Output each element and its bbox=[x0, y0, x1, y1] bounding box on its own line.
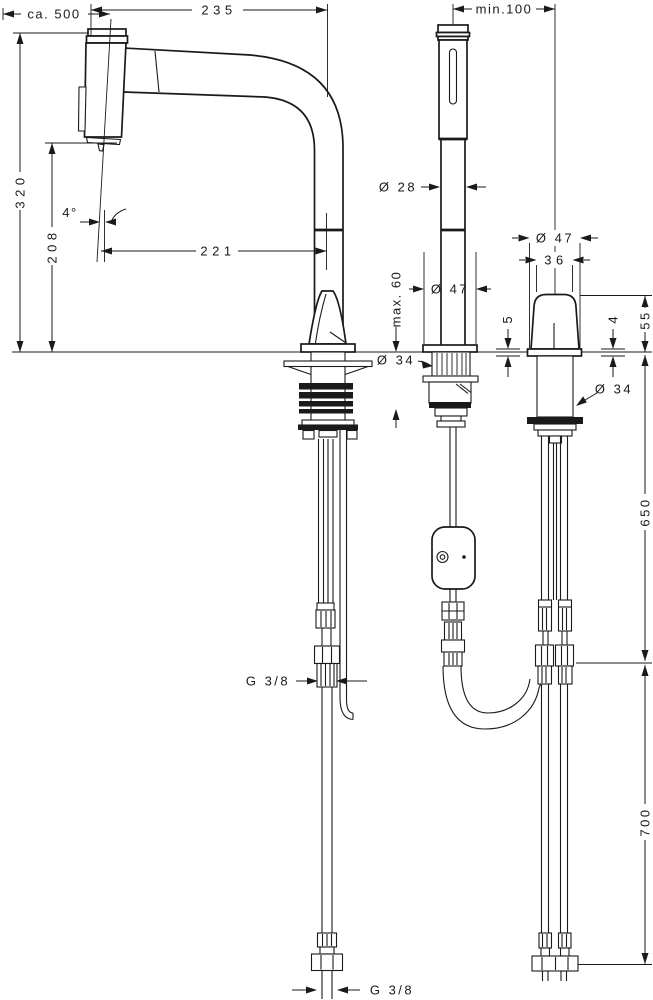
mount-wing-left-slant bbox=[287, 365, 312, 376]
handle-plate1 bbox=[533, 423, 577, 431]
mount-gasket-band bbox=[299, 392, 353, 399]
dim-label-spout-angle: 4° bbox=[62, 205, 77, 220]
dim-supply-hose-length: 700 bbox=[578, 665, 653, 965]
dim-spout-height: 320 bbox=[13, 32, 88, 352]
dim-label-handle-clearance: 4 bbox=[606, 316, 621, 323]
spray-cap-top bbox=[437, 24, 469, 34]
u-hose-inner bbox=[460, 665, 531, 714]
spray-head-face bbox=[77, 86, 87, 132]
dim-label-supply-hose-length: 700 bbox=[638, 807, 653, 836]
bottom-connector-right bbox=[531, 932, 579, 981]
mount-gasket-band bbox=[299, 383, 353, 390]
dim-outlet-height: 208 bbox=[45, 142, 117, 352]
dim-label-spray-tube-diameter: Ø 28 bbox=[379, 180, 417, 195]
dim-label-max-counter-thickness: max. 60 bbox=[389, 271, 404, 328]
dim-spray-escutcheon-diameter: Ø 47 bbox=[409, 252, 491, 344]
pullout-hose-inner bbox=[345, 430, 354, 714]
mount-wing-bar bbox=[283, 360, 373, 368]
faucet-side-view bbox=[77, 28, 373, 999]
mount-gasket-band bbox=[299, 401, 353, 407]
dim-supply-thread-bottom: G 3/8 bbox=[292, 983, 414, 998]
dim-spray-tube-diameter: Ø 28 bbox=[379, 180, 486, 195]
escutcheon-left bbox=[300, 343, 356, 353]
spray-handle-slot bbox=[448, 48, 458, 105]
spray-shaft-assembly bbox=[422, 351, 479, 428]
dim-handle-shaft-diameter: Ø 34 bbox=[576, 382, 633, 406]
spray-column-front-view bbox=[422, 24, 542, 730]
dim-handle-clearance: 4 bbox=[601, 316, 625, 377]
dim-label-pullout-extension: ca. 500 bbox=[27, 7, 80, 22]
dim-label-spout-height: 320 bbox=[13, 173, 28, 208]
mount-wing-right-slant bbox=[344, 365, 369, 376]
mount-cone-fold-line bbox=[329, 331, 347, 344]
dim-label-supply-thread-left: G 3/8 bbox=[246, 674, 290, 689]
dim-label-handle-height: 55 bbox=[638, 310, 653, 329]
spray-escutcheon bbox=[422, 344, 478, 353]
label-mask bbox=[532, 230, 578, 246]
dim-label-outlet-reach: 221 bbox=[200, 244, 235, 259]
spout-joint-line bbox=[154, 50, 160, 93]
dim-label-handle-grip-width: 36 bbox=[544, 253, 567, 268]
spray-hose-coupling bbox=[440, 601, 466, 667]
dim-pullout-extension: ca. 500 bbox=[2, 7, 110, 22]
handle-hose-couplings bbox=[534, 599, 575, 933]
dim-spout-reach: 235 bbox=[90, 3, 328, 97]
supply-hoses-left bbox=[317, 439, 334, 603]
dim-label-handle-escutcheon-diameter: Ø 47 bbox=[536, 231, 574, 246]
hose-weight bbox=[431, 526, 476, 590]
dim-spray-shaft-diameter: Ø 34 bbox=[377, 353, 433, 369]
label-mask bbox=[540, 252, 570, 268]
dim-spray-hose-length: 650 bbox=[576, 355, 653, 664]
dim-min-hole-distance: min.100 bbox=[452, 2, 555, 24]
dim-handle-escutcheon-height: 5 bbox=[496, 316, 520, 377]
handle-tab bbox=[548, 435, 563, 444]
dim-label-outlet-height: 208 bbox=[45, 228, 60, 263]
mount-plate-lower bbox=[298, 424, 358, 430]
handle-flange bbox=[527, 417, 583, 424]
dim-label-spray-escutcheon-diameter: Ø 47 bbox=[431, 282, 469, 297]
dim-label-handle-escutcheon-height: 5 bbox=[500, 316, 515, 323]
dim-handle-height: 55 bbox=[580, 295, 653, 352]
handle-plate2 bbox=[537, 429, 573, 437]
mount-cone-inner-line bbox=[314, 293, 327, 344]
bottom-connector-left bbox=[310, 932, 344, 999]
handle-hoses bbox=[540, 436, 569, 600]
hose-connector-left bbox=[313, 602, 341, 933]
dim-supply-thread-left: G 3/8 bbox=[246, 674, 367, 689]
spray-head-cap bbox=[87, 28, 127, 37]
spout-outer-edge bbox=[123, 47, 344, 346]
dim-label-handle-shaft-diameter: Ø 34 bbox=[595, 382, 633, 397]
u-hose-outer bbox=[442, 665, 542, 730]
dim-label-min-hole-distance: min.100 bbox=[476, 2, 533, 17]
handle-grip bbox=[530, 293, 580, 350]
spout-inner-edge bbox=[123, 91, 316, 346]
dim-spout-angle: 4° bbox=[62, 18, 127, 263]
spray-nozzle bbox=[97, 143, 105, 152]
mount-foot-left bbox=[302, 429, 315, 440]
dim-label-spray-shaft-diameter: Ø 34 bbox=[377, 353, 415, 368]
pullout-hose-outer bbox=[339, 430, 354, 721]
dim-handle-grip-width: 36 bbox=[519, 252, 590, 292]
dim-label-spout-reach: 235 bbox=[201, 3, 236, 18]
dim-label-supply-thread-bottom: G 3/8 bbox=[370, 983, 414, 998]
dim-label-spray-hose-length: 650 bbox=[638, 497, 653, 526]
mount-foot-right bbox=[346, 429, 358, 440]
mount-foot-center bbox=[318, 429, 338, 438]
dim-max-counter-thickness: max. 60 bbox=[389, 271, 404, 428]
handle-column-front-view bbox=[526, 4, 583, 981]
handle-shaft bbox=[536, 355, 574, 418]
mount-plate-upper bbox=[301, 419, 355, 426]
spray-head-ring bbox=[85, 35, 129, 44]
handle-escutcheon bbox=[526, 348, 583, 357]
mount-gasket-band bbox=[299, 409, 353, 414]
dim-outlet-reach: 221 bbox=[101, 213, 327, 270]
